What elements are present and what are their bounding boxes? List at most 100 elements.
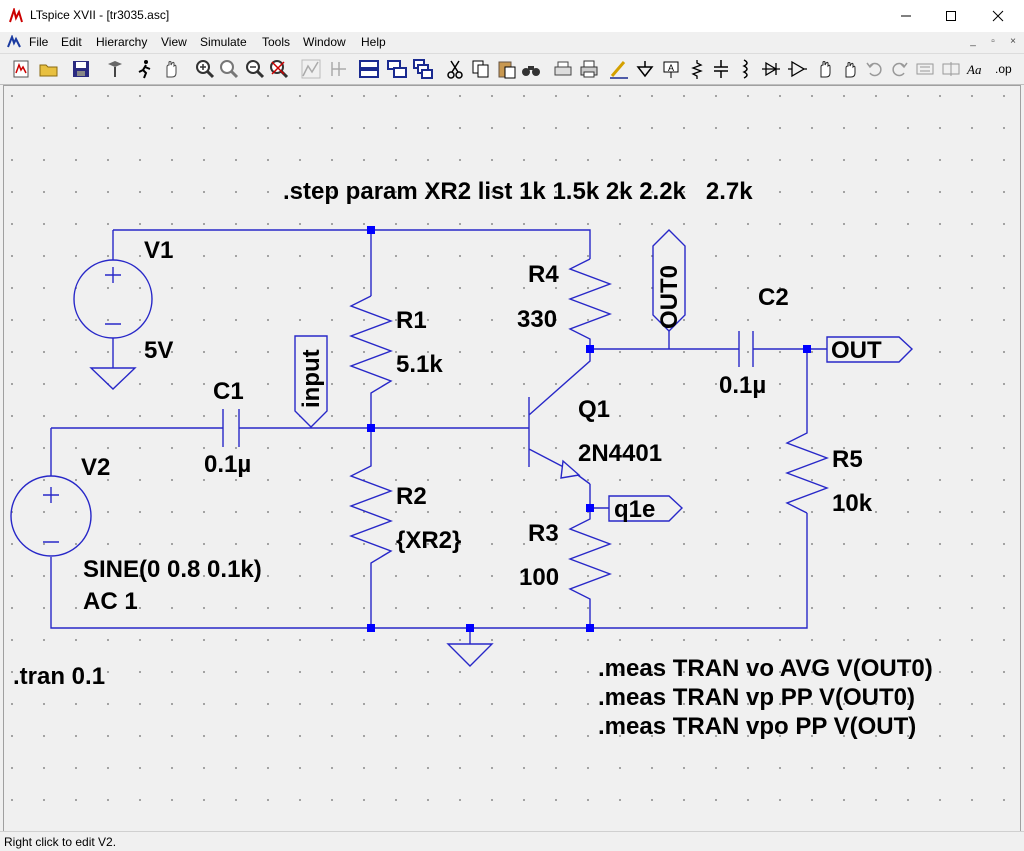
ground-icon[interactable] bbox=[634, 58, 656, 80]
paste-icon[interactable] bbox=[496, 58, 518, 80]
move-icon[interactable] bbox=[814, 58, 836, 80]
v2-value-line1[interactable]: SINE(0 0.8 0.1k) bbox=[83, 556, 262, 583]
net-label-q1e[interactable]: q1e bbox=[614, 496, 655, 523]
menu-edit[interactable]: Edit bbox=[61, 35, 82, 49]
new-schematic-icon[interactable] bbox=[10, 58, 32, 80]
r2-name[interactable]: R2 bbox=[396, 483, 427, 510]
wire-v2-bottom[interactable] bbox=[50, 513, 808, 629]
redo-icon[interactable] bbox=[888, 58, 910, 80]
mirror-icon[interactable] bbox=[940, 58, 962, 80]
draw-wire-icon[interactable] bbox=[608, 58, 630, 80]
mdi-close-icon[interactable]: × bbox=[1010, 36, 1016, 47]
ground-symbol[interactable] bbox=[446, 643, 494, 667]
spice-directive-icon[interactable]: .op bbox=[994, 58, 1016, 80]
menu-file[interactable]: File bbox=[29, 35, 49, 49]
menu-hierarchy[interactable]: Hierarchy bbox=[96, 35, 148, 49]
r5-resistor[interactable] bbox=[785, 349, 829, 514]
wire-top-rail[interactable] bbox=[113, 229, 591, 259]
r2-value[interactable]: {XR2} bbox=[396, 527, 461, 554]
r4-value[interactable]: 330 bbox=[517, 306, 557, 333]
v2-name[interactable]: V2 bbox=[81, 454, 110, 481]
c2-name[interactable]: C2 bbox=[758, 284, 789, 311]
c1-name[interactable]: C1 bbox=[213, 378, 244, 405]
rotate-icon[interactable] bbox=[914, 58, 936, 80]
menu-help[interactable]: Help bbox=[361, 35, 386, 49]
label-net-icon[interactable]: A bbox=[660, 58, 682, 80]
r4-name[interactable]: R4 bbox=[528, 261, 559, 288]
net-label-out-shape[interactable] bbox=[826, 336, 914, 363]
minimize-button[interactable] bbox=[883, 0, 929, 32]
q1-transistor[interactable] bbox=[528, 349, 591, 485]
step-directive[interactable]: .step param XR2 list 1k 1.5k 2k 2.2k 2.7… bbox=[283, 178, 753, 205]
mdi-minimize-icon[interactable]: _ bbox=[970, 36, 976, 47]
copy-icon[interactable] bbox=[470, 58, 492, 80]
r5-name[interactable]: R5 bbox=[832, 446, 863, 473]
net-label-q1e-shape[interactable] bbox=[608, 495, 684, 522]
tile-horizontal-icon[interactable] bbox=[358, 58, 380, 80]
net-label-out[interactable]: OUT bbox=[831, 337, 882, 364]
autoscale-icon[interactable] bbox=[300, 58, 322, 80]
r1-resistor[interactable] bbox=[349, 295, 393, 428]
schematic-drawing[interactable]: .step param XR2 list 1k 1.5k 2k 2.2k 2.7… bbox=[4, 86, 1020, 831]
undo-icon[interactable] bbox=[864, 58, 886, 80]
v2-source[interactable] bbox=[10, 475, 92, 557]
close-button[interactable] bbox=[975, 0, 1021, 32]
zoom-in-icon[interactable] bbox=[194, 58, 216, 80]
zoom-pan-icon[interactable] bbox=[218, 58, 240, 80]
print-icon[interactable] bbox=[578, 58, 600, 80]
maximize-button[interactable] bbox=[928, 0, 974, 32]
mdi-restore-icon[interactable]: ▫ bbox=[991, 36, 995, 47]
schematic-doc-icon[interactable] bbox=[6, 35, 22, 49]
resistor-icon[interactable] bbox=[686, 58, 708, 80]
r4-resistor[interactable] bbox=[568, 258, 612, 349]
q1-name[interactable]: Q1 bbox=[578, 396, 610, 423]
r3-value[interactable]: 100 bbox=[519, 564, 559, 591]
r1-name[interactable]: R1 bbox=[396, 307, 427, 334]
control-panel-icon[interactable] bbox=[104, 58, 126, 80]
meas-directive-vpo[interactable]: .meas TRAN vpo PP V(OUT) bbox=[598, 713, 916, 740]
meas-directive-vp[interactable]: .meas TRAN vp PP V(OUT0) bbox=[598, 684, 915, 711]
c1-value[interactable]: 0.1µ bbox=[204, 451, 251, 478]
v1-name[interactable]: V1 bbox=[144, 237, 173, 264]
inductor-icon[interactable] bbox=[734, 58, 756, 80]
meas-directive-vo[interactable]: .meas TRAN vo AVG V(OUT0) bbox=[598, 655, 933, 682]
capacitor-icon[interactable] bbox=[710, 58, 732, 80]
text-icon[interactable]: Aa bbox=[966, 58, 988, 80]
save-icon[interactable] bbox=[70, 58, 92, 80]
net-label-out0[interactable]: OUT0 bbox=[656, 265, 683, 329]
open-icon[interactable] bbox=[38, 58, 60, 80]
r3-resistor[interactable] bbox=[568, 508, 612, 628]
print-setup-icon[interactable] bbox=[552, 58, 574, 80]
menu-view[interactable]: View bbox=[161, 35, 187, 49]
v1-value[interactable]: 5V bbox=[144, 337, 173, 364]
net-label-out0-shape[interactable] bbox=[652, 229, 686, 332]
zoom-fit-icon[interactable] bbox=[268, 58, 290, 80]
halt-icon[interactable] bbox=[160, 58, 182, 80]
schematic-canvas[interactable]: .step param XR2 list 1k 1.5k 2k 2.2k 2.7… bbox=[3, 85, 1021, 832]
drag-icon[interactable] bbox=[840, 58, 862, 80]
tile-vertical-icon[interactable] bbox=[386, 58, 408, 80]
r5-value[interactable]: 10k bbox=[832, 490, 873, 517]
c2-value[interactable]: 0.1µ bbox=[719, 372, 766, 399]
cascade-icon[interactable] bbox=[412, 58, 434, 80]
q1-value[interactable]: 2N4401 bbox=[578, 440, 662, 467]
cut-icon[interactable] bbox=[444, 58, 466, 80]
r1-value[interactable]: 5.1k bbox=[396, 351, 443, 378]
diode-icon[interactable] bbox=[760, 58, 782, 80]
run-icon[interactable] bbox=[134, 58, 156, 80]
r2-resistor[interactable] bbox=[349, 428, 393, 628]
net-label-input-shape[interactable] bbox=[294, 335, 328, 428]
menu-window[interactable]: Window bbox=[303, 35, 346, 49]
net-label-input[interactable]: input bbox=[298, 349, 325, 408]
find-icon[interactable] bbox=[520, 58, 542, 80]
v2-value-line2[interactable]: AC 1 bbox=[83, 588, 138, 615]
zoom-out-icon[interactable] bbox=[244, 58, 266, 80]
v1-source[interactable] bbox=[73, 259, 153, 390]
menu-simulate[interactable]: Simulate bbox=[200, 35, 247, 49]
menu-tools[interactable]: Tools bbox=[262, 35, 291, 49]
r3-name[interactable]: R3 bbox=[528, 520, 559, 547]
component-icon[interactable] bbox=[786, 58, 808, 80]
tran-directive[interactable]: .tran 0.1 bbox=[13, 663, 105, 690]
cursor-icon[interactable] bbox=[328, 58, 350, 80]
c1-capacitor[interactable] bbox=[222, 409, 240, 447]
